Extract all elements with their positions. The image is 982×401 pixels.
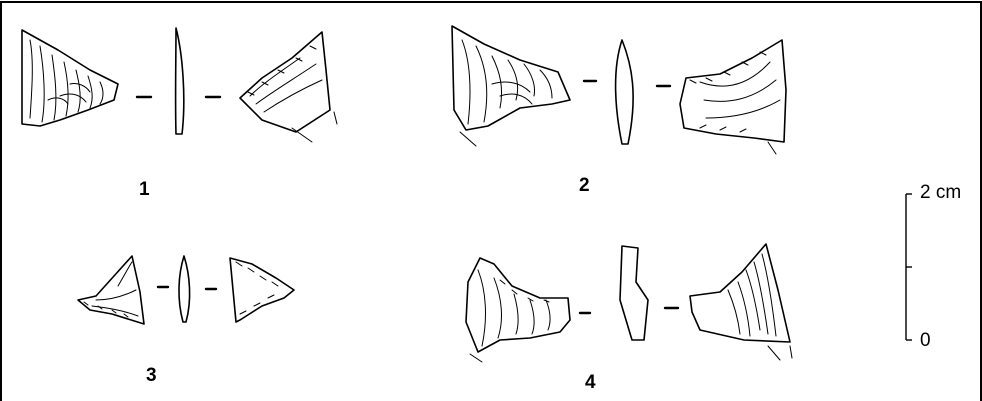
figure-number-3: 3 [146,365,157,386]
scale-bar: 2 cm 0 [905,182,961,351]
scale-bar-bottom-label: 0 [920,330,931,351]
artifact-1-ventral-view [239,31,338,143]
artifact-3-ventral-view [229,257,295,323]
artifact-3-profile-view [178,255,191,323]
artifact-2 [451,25,787,155]
artifact-1-dorsal-view [21,29,119,127]
artifact-4-ventral-view [689,243,793,361]
artifact-2-ventral-view [679,39,787,155]
artifact-3-dorsal-view [77,255,145,325]
artifact-2-profile-view [614,39,634,145]
figure-number-2: 2 [579,175,590,196]
figure-number-1: 1 [139,179,150,200]
artifact-4-dorsal-view [465,257,571,363]
artifact-2-dorsal-view [451,25,571,147]
artifact-4-profile-view [619,245,649,341]
artifact-4 [465,243,793,363]
artifact-3 [77,255,295,325]
scale-bar-top-label: 2 cm [920,182,961,203]
artifact-1-profile-view [174,27,185,135]
artifact-1 [21,27,338,143]
figure-number-4: 4 [585,372,596,393]
